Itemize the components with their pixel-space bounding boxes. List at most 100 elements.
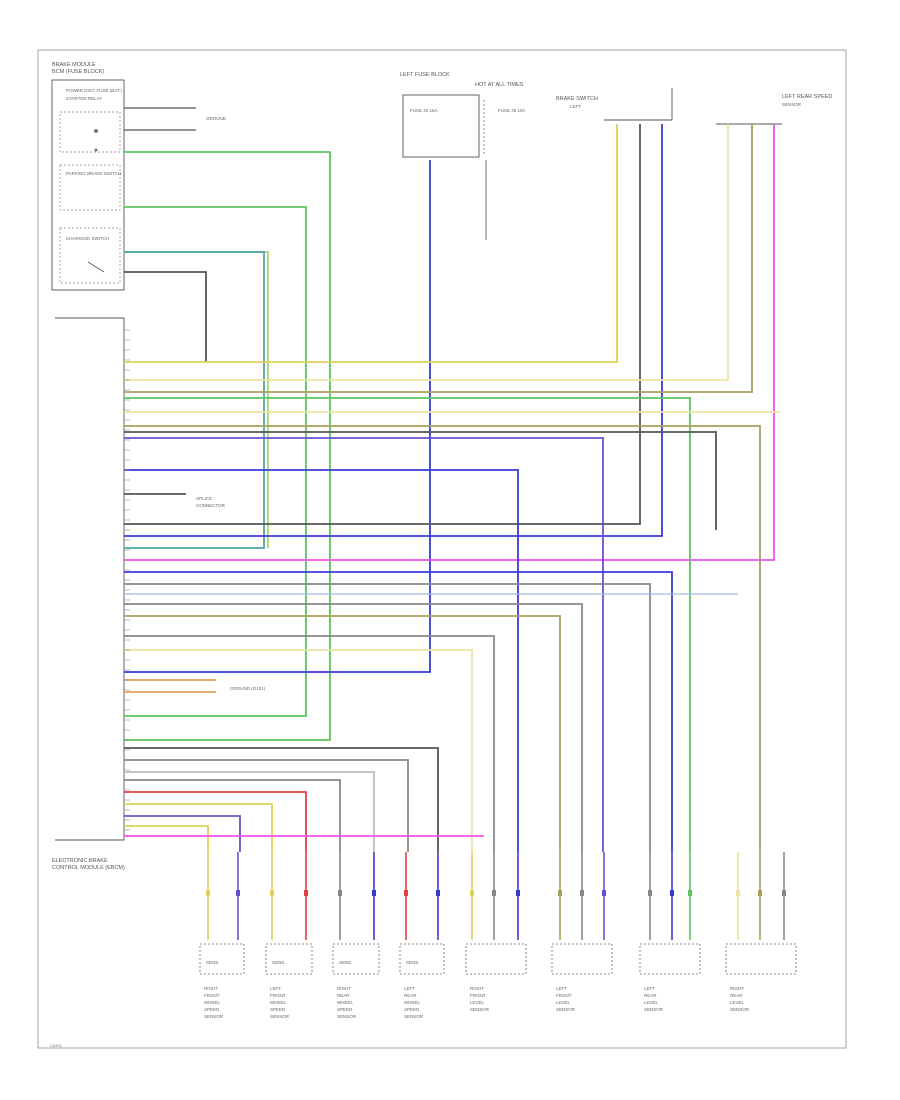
sensor-box (725, 943, 797, 975)
sensor-name-word: LEFT (404, 986, 415, 991)
connector-pin (580, 890, 584, 896)
ebcm-sub: CONTROL MODULE (EBCM) (52, 865, 125, 871)
connector-pin (338, 890, 342, 896)
wire-green-main (124, 151, 331, 741)
ground-label-2: GROUND (G101) (230, 686, 266, 691)
connector-pin (670, 890, 674, 896)
connector-pin (436, 890, 440, 896)
sensor-name-word: FRONT (470, 993, 486, 998)
connector-pin (404, 890, 408, 896)
sensor-name-word: LEVEL (470, 1000, 485, 1005)
sensor-name-word: WHEEL (337, 1000, 354, 1005)
sensor-name-word: LEVEL (730, 1000, 745, 1005)
connector-pin (270, 890, 274, 896)
wire-blue-h (124, 469, 519, 852)
brake-item-1: POWER DIST. FUSE (BAT.) (66, 88, 122, 93)
rear-sensor-sub: SENSOR (782, 102, 802, 107)
sensor-name-word: WHEEL (404, 1000, 421, 1005)
sensor-name-word: LEVEL (556, 1000, 571, 1005)
sensor-name-word: SENSOR (556, 1007, 576, 1012)
wire-teal (124, 251, 265, 549)
brake-item-4: CHARGING SWITCH (66, 236, 109, 241)
wires (124, 107, 780, 852)
sensor-name-word: SENSOR (204, 1014, 224, 1019)
sensor-box (199, 943, 245, 975)
bottom-components: SENS. RIGHT FRONT WHEEL SPEED SENSOR SENS. LEFT… (199, 852, 797, 1019)
fuse-block-a: LEFT FUSE BLOCK FUSE 40 15A (400, 72, 480, 158)
wire-blue-h2 (124, 571, 673, 852)
connector-pin (470, 890, 474, 896)
annotations: GROUND SPLICE CONNECTOR GROUND (G101) (196, 116, 266, 691)
sensor-name-word: LEFT (644, 986, 655, 991)
sensor-name-word: SPEED (404, 1007, 420, 1012)
splice-label-2: CONNECTOR (196, 503, 226, 508)
sensor-name-word: FRONT (270, 993, 286, 998)
brake-switch-title: BRAKE SWITCH (556, 96, 598, 102)
sensor-name-word: FRONT (204, 993, 220, 998)
sensor-name-word: SENSOR (730, 1007, 750, 1012)
wire-blue-b (124, 815, 241, 852)
brake-item-2: STARTER RELAY (66, 96, 102, 101)
sensor-tag: SENS. (339, 960, 353, 965)
sensor-box (465, 943, 527, 975)
fuse-a-title: LEFT FUSE BLOCK (400, 72, 450, 78)
connector-pin (648, 890, 652, 896)
wire-grey-h3 (124, 603, 583, 852)
connector-pin (236, 890, 240, 896)
sensor-name-word: SENSOR (470, 1007, 490, 1012)
sensor-box (332, 943, 380, 975)
brake-module-title: BRAKE MODULE (52, 62, 96, 68)
brake-module: BRAKE MODULE BCM (FUSE BLOCK) POWER DIST… (51, 62, 125, 291)
wire-olive-h2 (124, 615, 561, 852)
fuse-b-sub: FUSE 45 10A (498, 108, 526, 113)
sensor-tag: SENS. (406, 960, 420, 965)
sensor-name-word: WHEEL (204, 1000, 221, 1005)
sensor-6: LEFT FRONT LEVEL SENSOR (551, 852, 613, 1012)
ebcm-title: ELECTRONIC BRAKE (52, 858, 108, 864)
wire-green-2 (124, 206, 307, 717)
wire-yellow-b (124, 803, 273, 852)
brake-switch-sub: LEFT (570, 104, 581, 109)
splice-label: SPLICE (196, 496, 212, 501)
wire-yellow-b2 (124, 825, 209, 852)
sensor-box (399, 943, 445, 975)
connector-pin (516, 890, 520, 896)
wire-grey-h (124, 431, 717, 530)
sensor-name-word: WHEEL (270, 1000, 287, 1005)
wire-blue-bs (124, 124, 663, 537)
connector-pin (558, 890, 562, 896)
connector-pin (304, 890, 308, 896)
wire-yellow-bs (124, 124, 618, 363)
wire-yellow-rs (124, 124, 729, 381)
brake-item-3: PARKING BRAKE SWITCH (66, 171, 121, 176)
connector-pin (492, 890, 496, 896)
sensor-name-word: REAR (644, 993, 657, 998)
wire-olive-h (124, 425, 761, 852)
brake-module-sub: BCM (FUSE BLOCK) (52, 69, 104, 75)
sensor-name-word: LEFT (556, 986, 567, 991)
sensor-name-word: SPEED (337, 1007, 353, 1012)
wire-blue-fuse (124, 160, 431, 673)
wire-grey-b (124, 759, 409, 852)
connector-pin (736, 890, 740, 896)
wire-grey-b3 (124, 779, 341, 852)
wire-green-ls (124, 397, 691, 852)
sensor-name-word: FRONT (556, 993, 572, 998)
sensor-name-word: REAR (337, 993, 350, 998)
sensor-tag: SENS. (272, 960, 286, 965)
connector-pin (602, 890, 606, 896)
sensor-name-word: LEVEL (644, 1000, 659, 1005)
connector-pin (782, 890, 786, 896)
wire-olive-rs (124, 124, 753, 393)
rear-speed-sensor-top: LEFT REAR SPEED SENSOR (716, 94, 832, 125)
sensor-name-word: RIGHT (204, 986, 218, 991)
wire-grey-h2 (124, 583, 651, 852)
ebcm-module: ELECTRONIC BRAKE CONTROL MODULE (EBCM) (52, 317, 125, 871)
sensor-name-word: RIGHT (730, 986, 744, 991)
